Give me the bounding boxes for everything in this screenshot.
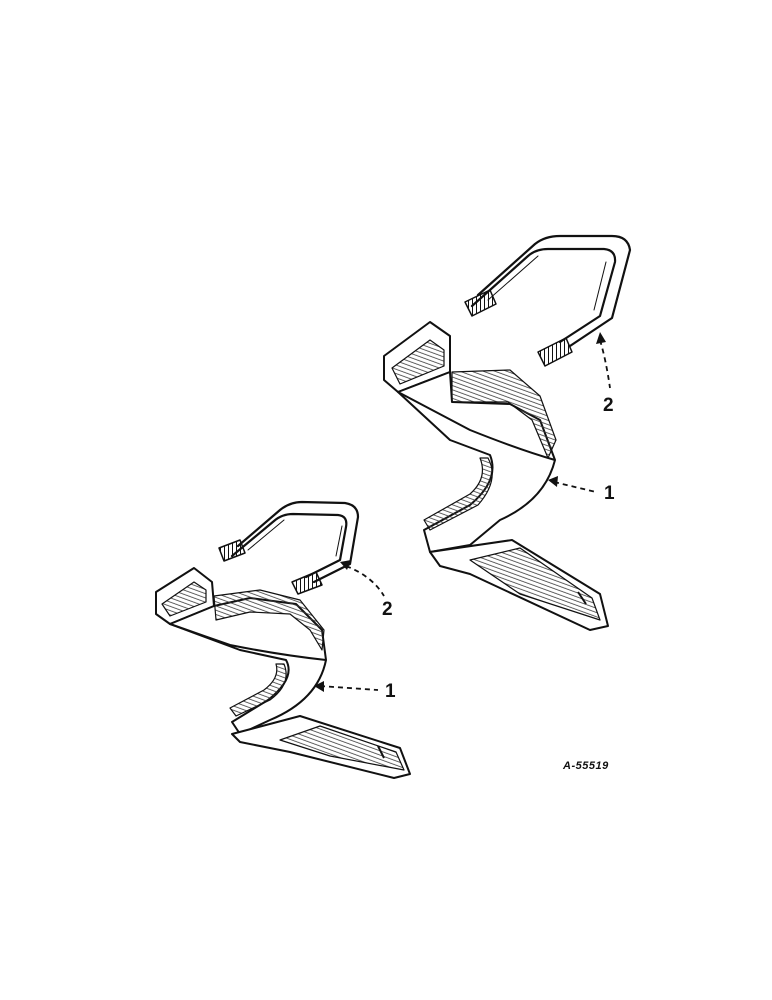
callout-small-clamp: 2 <box>382 599 393 620</box>
large-shank <box>383 321 609 631</box>
arrow-small-shank <box>314 681 324 692</box>
callout-small-shank: 1 <box>385 681 396 702</box>
arrow-large-shank <box>548 476 558 487</box>
leader-large-shank <box>553 481 597 493</box>
small-u-bolt-thread-lower <box>291 571 323 595</box>
u-bolt-thread-upper <box>464 289 497 317</box>
u-bolt-thread-lower <box>537 337 573 367</box>
leader-arrowheads <box>314 332 606 692</box>
leader-large-clamp <box>599 339 611 389</box>
leader-small-clamp <box>345 565 385 597</box>
callout-large-shank: 1 <box>604 483 615 504</box>
leader-lines <box>319 339 611 691</box>
figure-number: A-55519 <box>563 760 609 772</box>
leader-small-shank <box>319 685 379 691</box>
arrow-small-clamp <box>340 560 351 570</box>
callout-large-clamp: 2 <box>603 395 614 416</box>
arrow-large-clamp <box>596 332 606 344</box>
small-shank <box>155 567 411 779</box>
large-u-bolt <box>464 234 632 367</box>
small-u-bolt <box>218 500 360 595</box>
small-u-bolt-thread-upper <box>218 539 246 562</box>
